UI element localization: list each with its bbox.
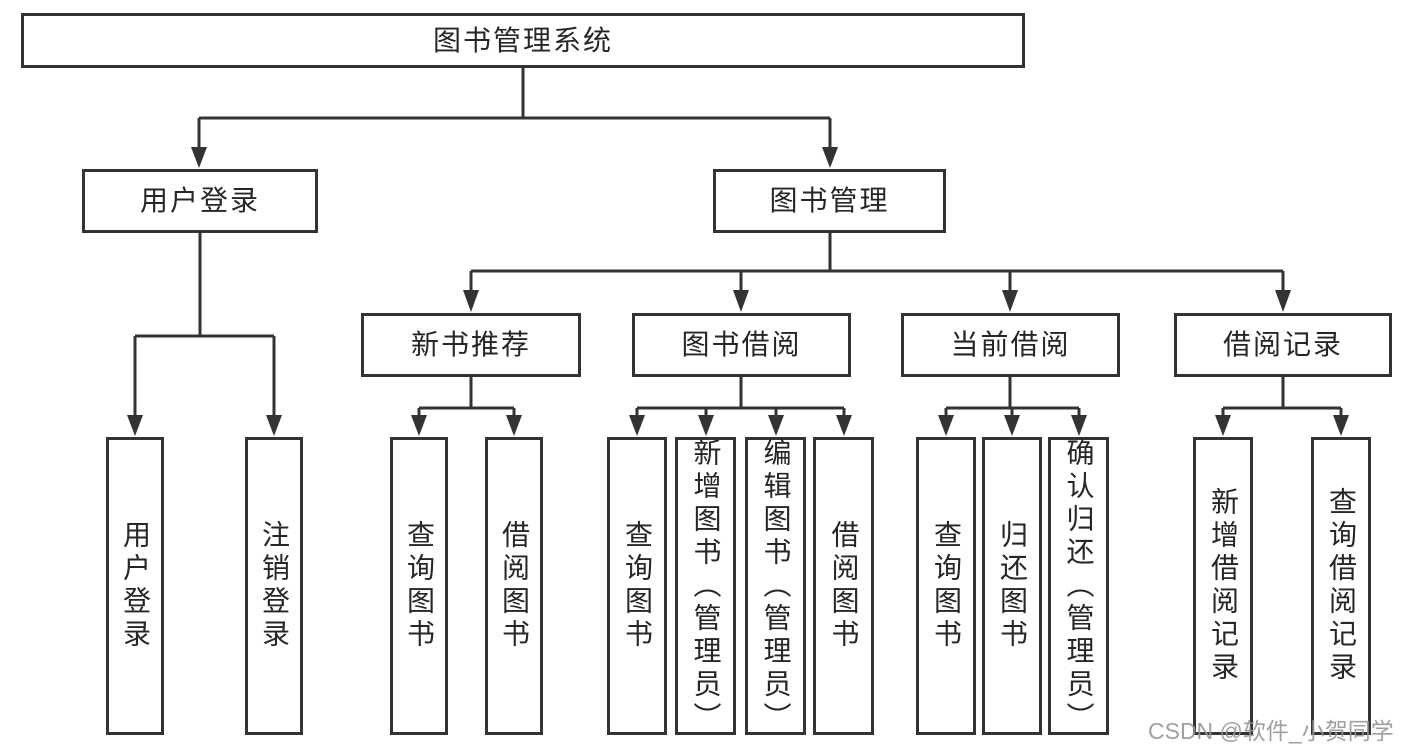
leaf-logout-label: 注销登录 <box>259 520 290 652</box>
node-root-label: 图书管理系统 <box>432 24 613 56</box>
leaf-borrow-book-recommend-label: 借阅图书 <box>499 520 530 652</box>
node-book-management: 图书管理 <box>713 169 946 233</box>
leaf-add-borrow-record: 新增借阅记录 <box>1193 437 1253 735</box>
connector-book-management-children <box>469 233 1285 291</box>
leaf-query-borrow-record-label: 查询借阅记录 <box>1326 487 1357 685</box>
node-borrow-records-label: 借阅记录 <box>1222 329 1343 360</box>
node-current-borrow-label: 当前借阅 <box>950 329 1071 360</box>
arrowheads-user-login-children <box>127 415 282 436</box>
leaf-query-book-borrow: 查询图书 <box>607 437 667 735</box>
node-book-borrow-label: 图书借阅 <box>681 329 802 360</box>
leaf-user-login-label: 用户登录 <box>120 520 151 652</box>
arrowheads-level2 <box>191 147 838 168</box>
leaf-query-book-current: 查询图书 <box>916 437 976 735</box>
connector-borrow-records-children <box>1221 377 1343 416</box>
connector-new-book-children <box>417 377 516 416</box>
node-root-library-system: 图书管理系统 <box>21 13 1025 68</box>
leaf-edit-book-admin: 编辑图书（管理员） <box>745 437 806 735</box>
csdn-watermark: CSDN @软件_小贺同学 <box>1148 718 1394 744</box>
node-new-book-recommend: 新书推荐 <box>361 313 581 377</box>
leaf-query-book-recommend-label: 查询图书 <box>404 520 435 652</box>
connector-user-login-children <box>133 233 276 416</box>
leaf-query-book-current-label: 查询图书 <box>931 520 962 652</box>
leaf-query-borrow-record: 查询借阅记录 <box>1311 437 1371 735</box>
leaf-confirm-return-admin: 确认归还（管理员） <box>1048 437 1109 735</box>
leaf-add-book-admin: 新增图书（管理员） <box>675 437 736 735</box>
connector-root-to-level2 <box>197 68 832 150</box>
node-user-login-label: 用户登录 <box>139 185 260 216</box>
leaf-borrow-book-recommend: 借阅图书 <box>485 437 543 735</box>
node-user-login: 用户登录 <box>82 169 318 233</box>
leaf-query-book-recommend: 查询图书 <box>390 437 448 735</box>
connector-book-borrow-children <box>635 377 846 416</box>
node-current-borrow: 当前借阅 <box>901 313 1120 377</box>
arrowheads-book-management-children <box>463 290 1291 312</box>
leaf-query-book-borrow-label: 查询图书 <box>622 520 653 652</box>
node-borrow-records: 借阅记录 <box>1174 313 1392 377</box>
node-book-management-label: 图书管理 <box>769 185 890 216</box>
leaf-add-borrow-record-label: 新增借阅记录 <box>1208 487 1239 685</box>
arrowheads-current-borrow-children <box>938 415 1087 436</box>
leaf-borrow-book: 借阅图书 <box>813 437 874 735</box>
arrowheads-book-borrow-children <box>629 415 852 436</box>
connector-current-borrow-children <box>944 377 1081 416</box>
leaf-logout: 注销登录 <box>245 437 303 735</box>
node-book-borrow: 图书借阅 <box>632 313 851 377</box>
leaf-add-book-admin-label: 新增图书（管理员） <box>690 437 722 735</box>
leaf-return-book-label: 归还图书 <box>997 520 1028 652</box>
leaf-edit-book-admin-label: 编辑图书（管理员） <box>760 437 792 735</box>
arrowheads-new-book-children <box>411 415 522 436</box>
leaf-return-book: 归还图书 <box>982 437 1042 735</box>
leaf-user-login: 用户登录 <box>106 437 164 735</box>
node-new-book-recommend-label: 新书推荐 <box>410 329 531 360</box>
arrowheads-borrow-records-children <box>1215 415 1349 436</box>
leaf-confirm-return-admin-label: 确认归还（管理员） <box>1063 437 1095 735</box>
leaf-borrow-book-label: 借阅图书 <box>828 520 860 652</box>
